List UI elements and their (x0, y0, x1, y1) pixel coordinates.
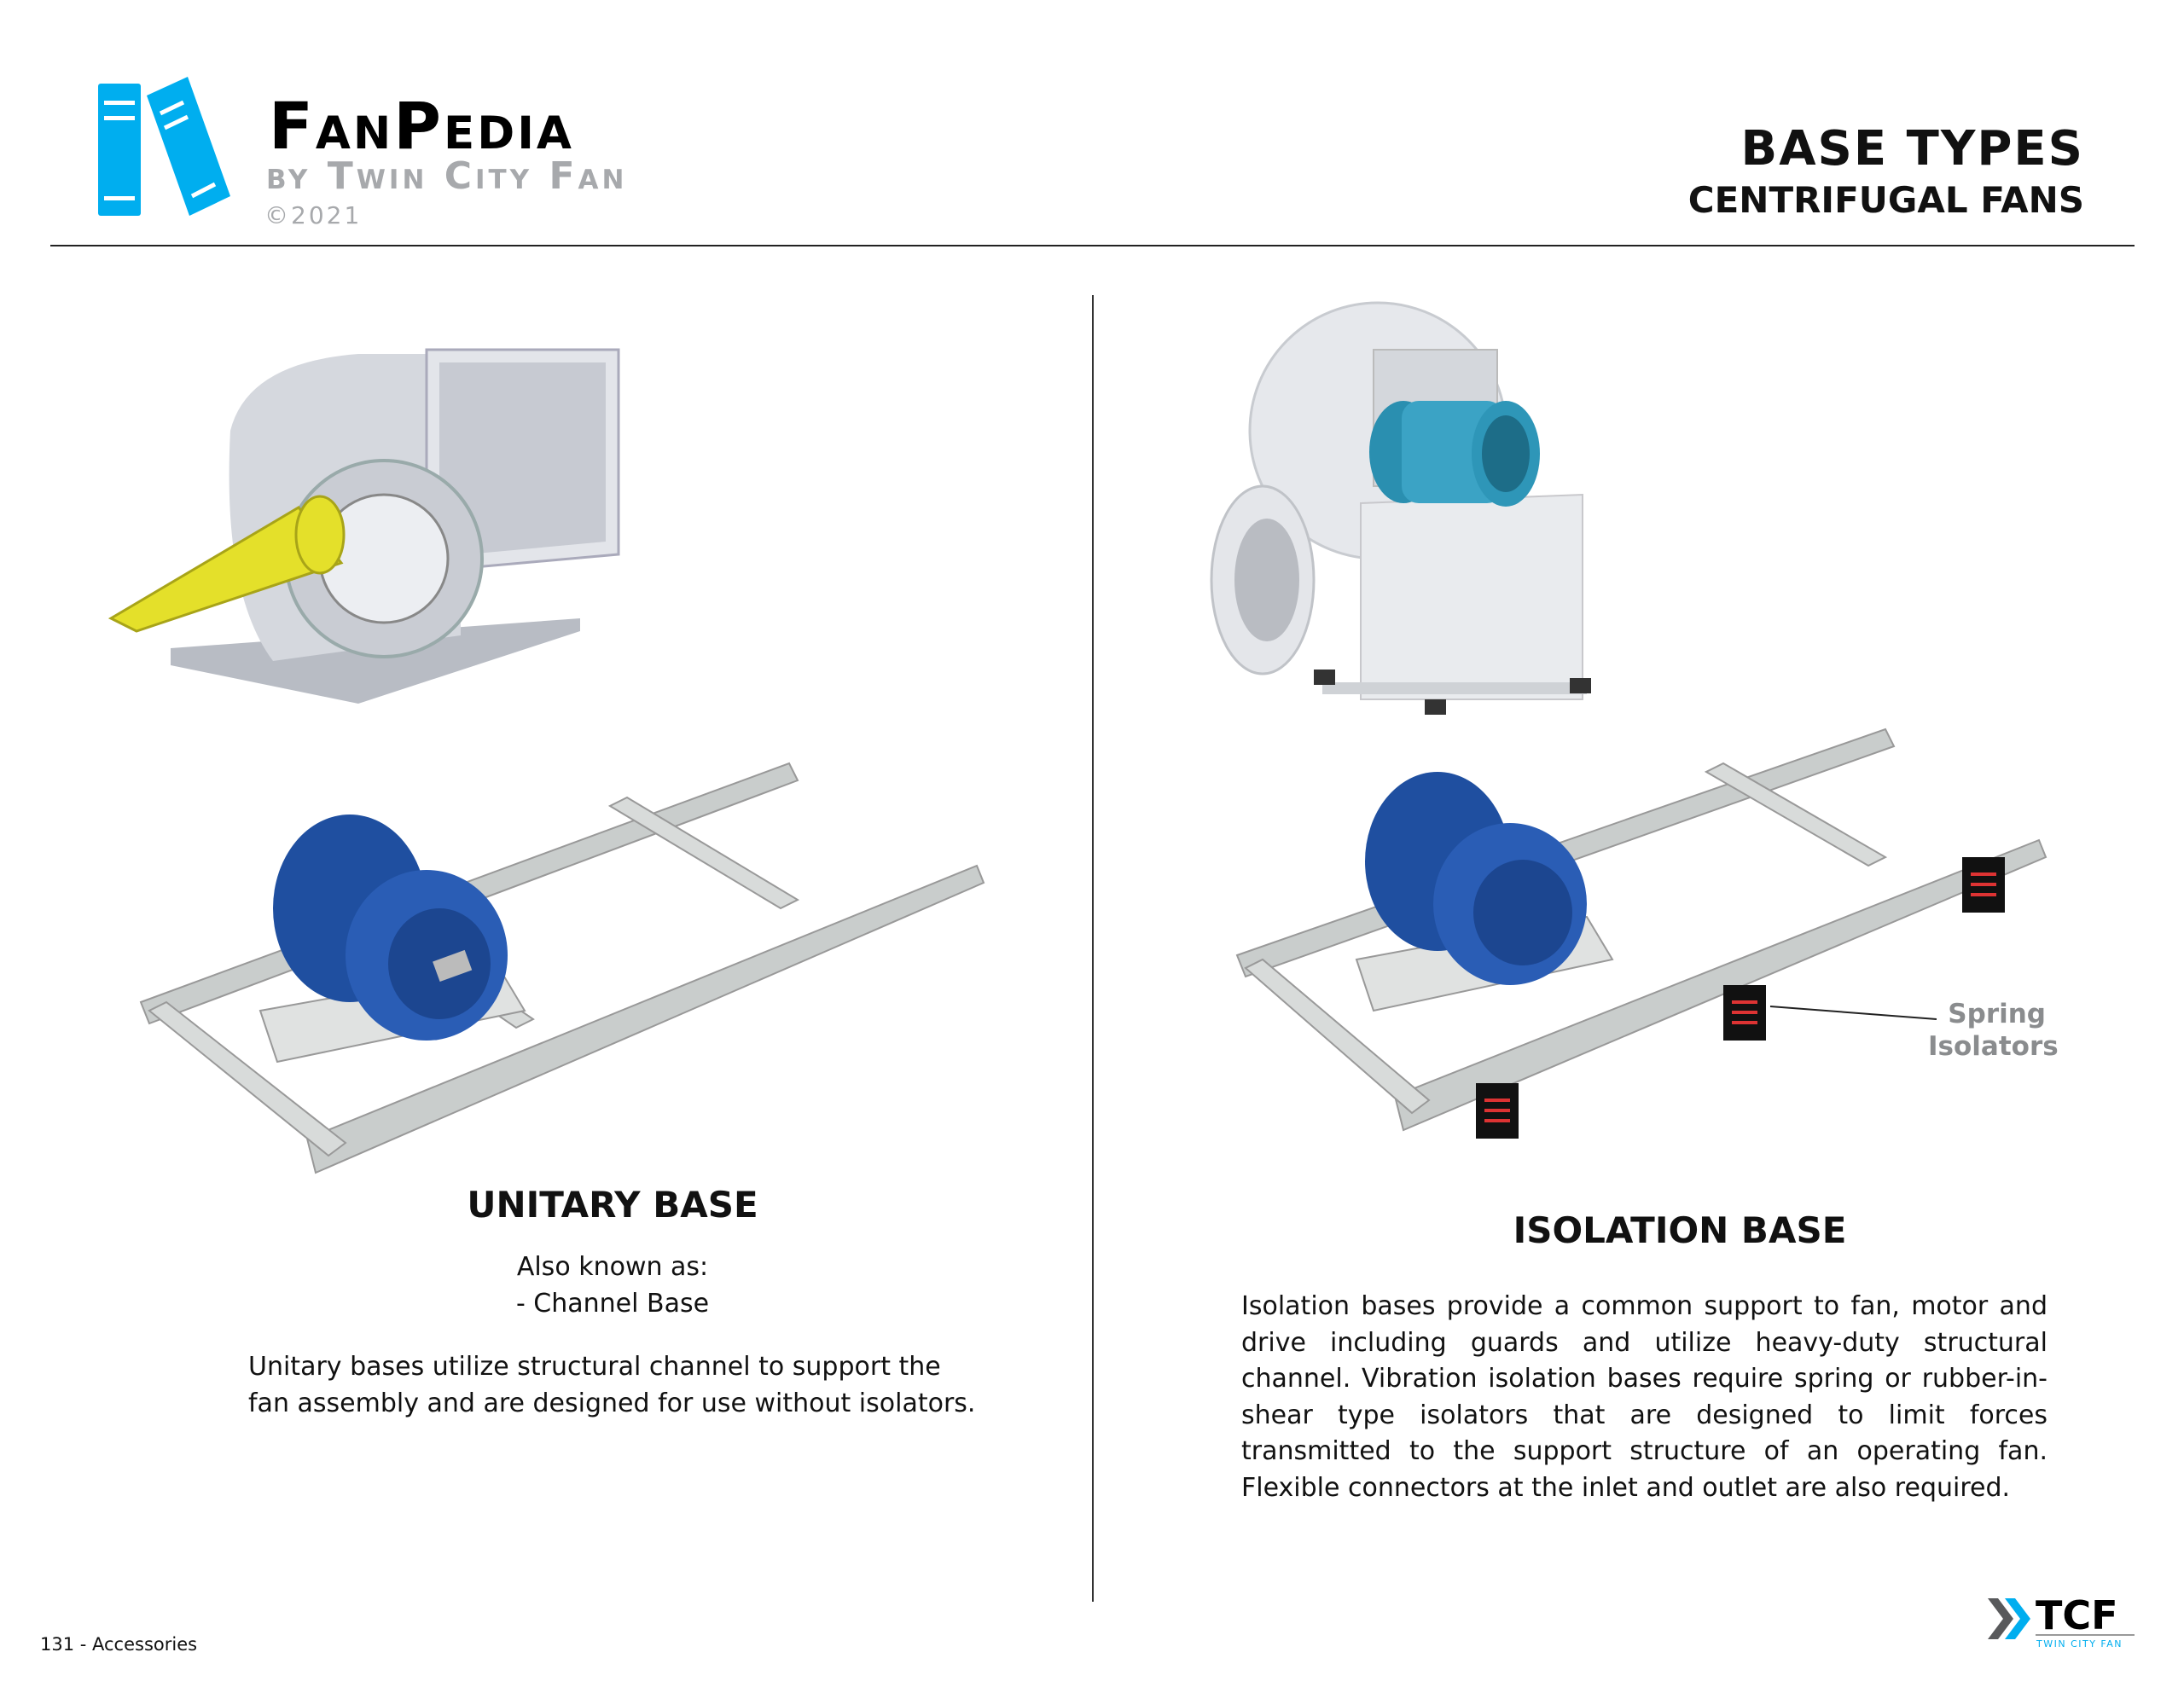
header-divider (50, 245, 2135, 246)
centrifugal-fan-on-isolation-base-illustration (1210, 301, 1591, 715)
page-title: BASE TYPES (1740, 121, 2084, 177)
aka-item: - Channel Base (515, 1289, 710, 1319)
spring-isolator-icon (1723, 985, 1766, 1041)
page-subtitle: CENTRIFUGAL FANS (1687, 179, 2084, 221)
svg-text:TWIN CITY FAN: TWIN CITY FAN (2036, 1638, 2123, 1649)
unitary-description: Unitary bases utilize structural channel… (248, 1352, 976, 1418)
centrifugal-fan-illustration (107, 348, 620, 704)
unitary-aka: Also known as: - Channel Base (357, 1249, 868, 1322)
logo-copyright: ©2021 (264, 201, 363, 229)
spring-isolator-icon (1962, 857, 2005, 913)
unitary-base-illustration (139, 762, 985, 1174)
page-number: 131 - Accessories (40, 1634, 198, 1655)
tcf-logo-icon: TCF TWIN CITY FAN (1988, 1593, 2135, 1649)
fanpedia-books-logo-icon (98, 77, 230, 216)
logo-title: FanPedia (269, 88, 574, 164)
spring-isolator-icon (1476, 1083, 1519, 1139)
spring-isolators-callout: Spring Isolators (1928, 998, 2059, 1063)
aka-label: Also known as: (516, 1252, 709, 1282)
logo-subtitle: by Twin City Fan (266, 154, 628, 198)
callout-line2: Isolators (1928, 1031, 2059, 1062)
isolation-description: Isolation bases provide a common support… (1241, 1291, 2048, 1503)
isolation-base-title: ISOLATION BASE (1513, 1209, 1847, 1251)
column-divider (1092, 295, 1094, 1602)
unitary-base-title: UNITARY BASE (467, 1184, 758, 1226)
svg-text:TCF: TCF (2036, 1593, 2118, 1638)
callout-line1: Spring (1948, 999, 2046, 1029)
isolation-base-illustration (1235, 728, 2048, 1139)
